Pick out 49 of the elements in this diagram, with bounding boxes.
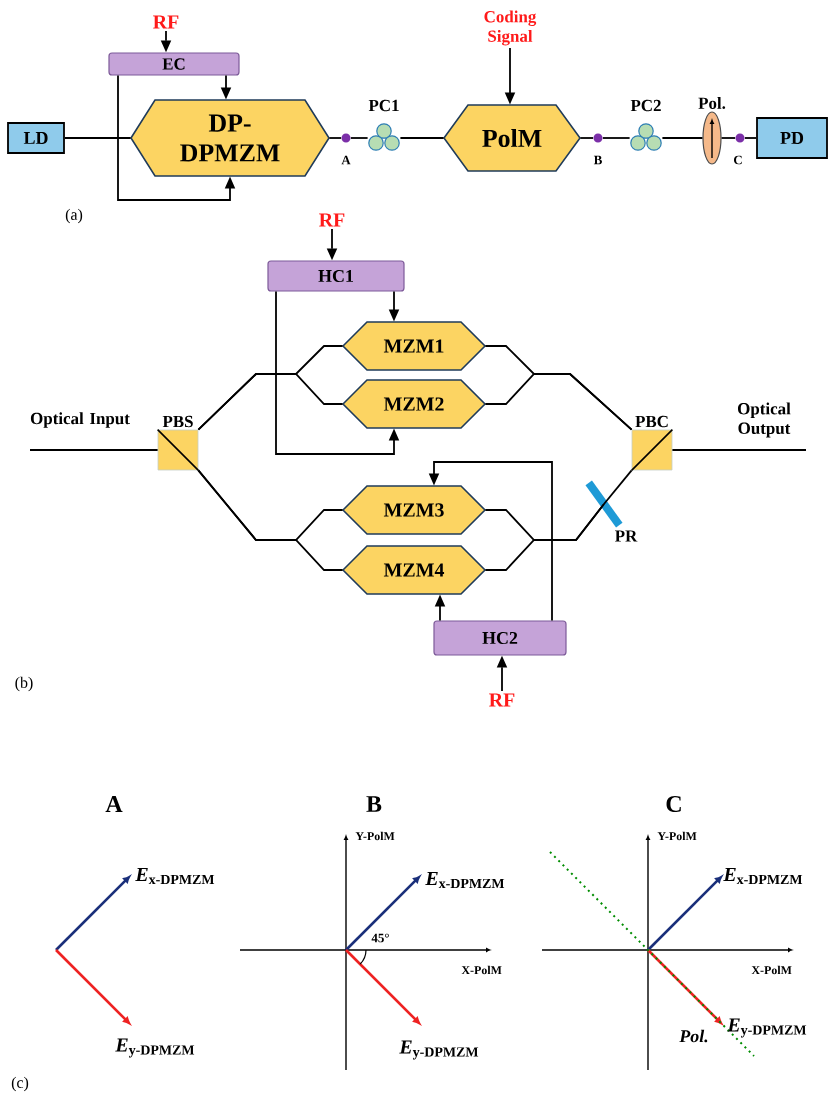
signal-label: RF [489,693,515,707]
connector-line [579,137,594,139]
controller-box: HC2 [433,620,567,656]
signal-label: RF [153,15,179,29]
connector-line [484,373,633,431]
node-label: PBS [162,415,193,428]
connector-line [603,469,633,505]
signal-label: Coding Signal [484,10,537,46]
connector-line [661,137,704,139]
connector-line [64,137,132,139]
edge-label: Optical Output [738,402,791,438]
modulator-hexagon: PolM [443,104,581,172]
node-label: PBC [635,415,668,428]
connector-line [29,449,159,451]
polarizer: Pol. [698,97,726,165]
connector-line [197,469,344,571]
device-box: LD [7,122,65,154]
beam-splitter: PBS [156,415,200,472]
device-box: PD [756,117,828,159]
label: E$_{y-DPMZM}$ [727,1018,807,1038]
label: C [666,795,681,812]
modulator-hexagon: DP-DPMZM [130,99,330,177]
node-label: PR [614,530,638,542]
controller-box: HC1 [267,260,405,292]
connector-line [720,137,736,139]
label: E$_{x-DPMZM}$ [723,867,803,885]
connector-line [399,137,445,139]
label: E$_{x-DPMZM}$ [135,867,215,885]
signal-label: RF [319,213,345,227]
connector-line [744,137,757,139]
connector-line [671,449,807,451]
edge-label: Optical Input [30,412,130,428]
label: A [105,796,123,812]
connector-line [350,137,369,139]
polarization-controller: PC1 [368,99,400,151]
controller-box: EC [108,52,240,76]
label: Pol. [679,1029,708,1043]
connector-line [328,137,342,139]
connector-line [484,503,605,571]
polarization-controller: PC2 [630,99,662,151]
label: B [366,796,382,812]
beam-combiner: PBC [630,415,674,472]
label: E$_{y-DPMZM}$ [115,1038,195,1058]
label: E$_{y-DPMZM}$ [399,1040,479,1060]
connector-line [197,373,344,431]
connector-line [602,137,631,139]
polarization-rotator: PR [585,480,638,542]
node-label: Pol. [698,97,726,110]
label: E$_{x-DPMZM}$ [425,871,505,889]
